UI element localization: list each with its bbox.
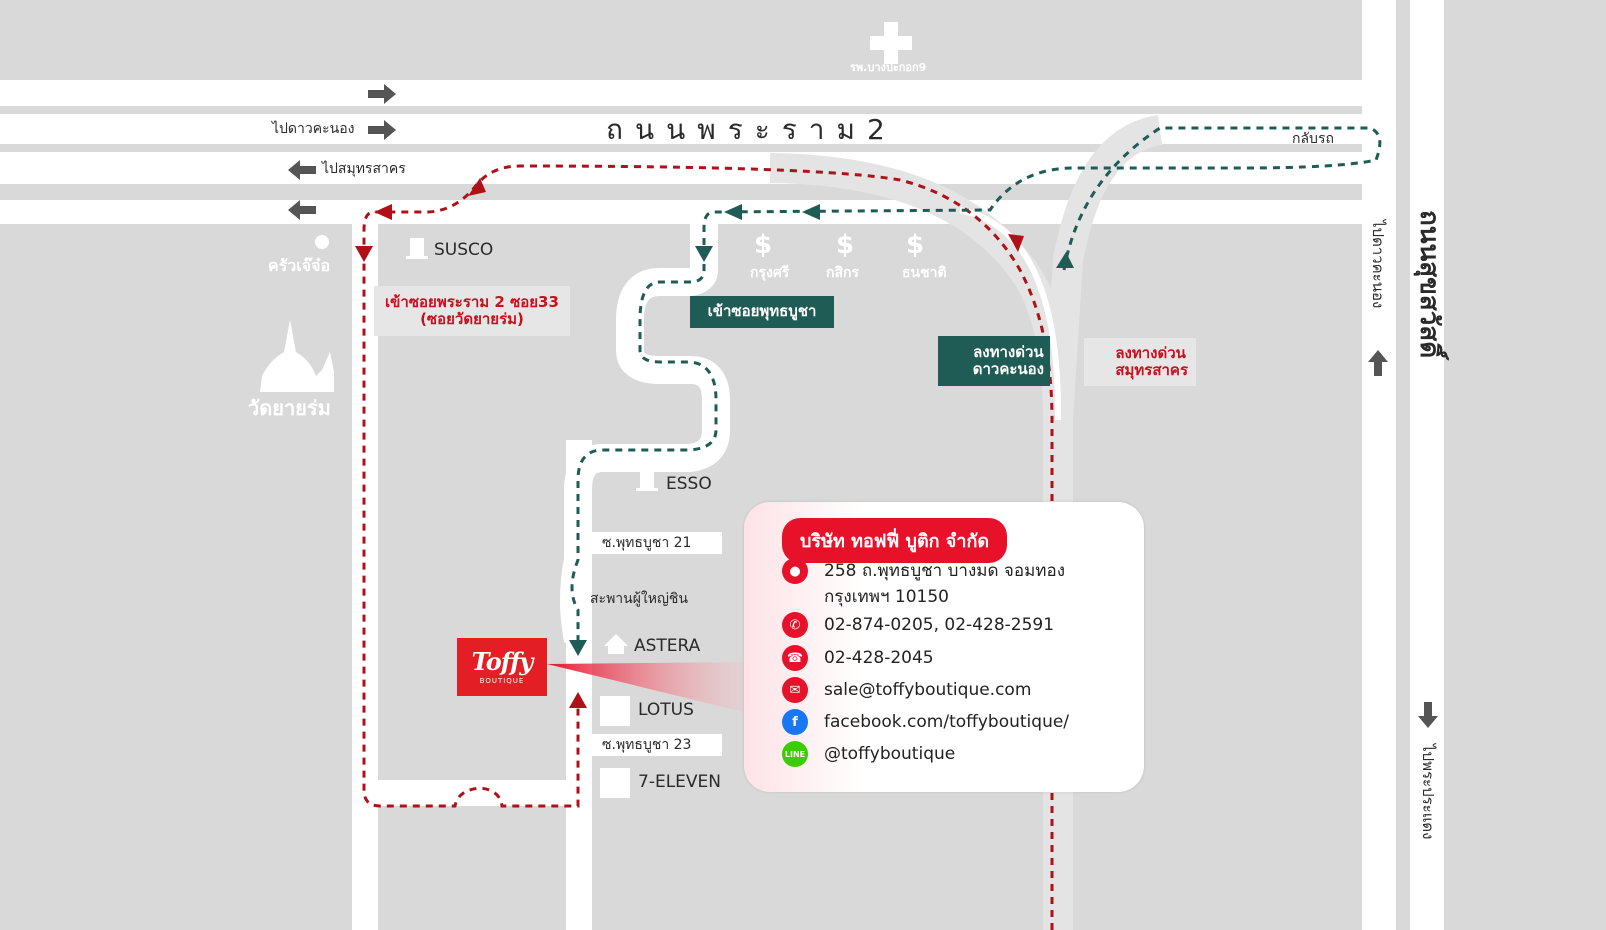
restaurant-label: ครัวเจ๊จ๋อ	[268, 256, 331, 275]
logo-main: Toffy	[471, 647, 534, 676]
hospital-cross-icon	[870, 22, 912, 64]
soi23-label: ซ.พุทธบูชา 23	[602, 737, 692, 753]
u-turn-label: กลับรถ	[1292, 131, 1334, 147]
line-icon: LINE	[782, 741, 808, 767]
soi33-road	[352, 210, 592, 930]
company-name: บริษัท ทอฟฟี่ บูติก จำกัด	[782, 518, 1008, 563]
to-dao-khanong-label: ไปดาวคะนอง	[272, 121, 355, 137]
dollar-icon: $	[754, 230, 773, 260]
arrow-left-icon	[288, 200, 316, 220]
phone-text[interactable]: 02-874-0205, 02-428-2591	[824, 615, 1055, 635]
to-samut-sakhon-label: ไปสมุทรสาคร	[322, 161, 406, 177]
arrow-right-icon	[368, 84, 396, 104]
soi33-route-label: เข้าซอยพระราม 2 ซอย33(ซอยวัดยายร่ม)	[374, 286, 570, 336]
temple-label: วัดยายร่ม	[248, 396, 331, 420]
red-route-arrows	[355, 178, 1024, 708]
fuel-icon	[636, 470, 658, 491]
astera-label: ASTERA	[634, 636, 701, 656]
green-route-arrows	[569, 204, 1074, 656]
arrow-right-icon	[368, 120, 396, 140]
line-row: LINE @toffyboutique	[782, 741, 955, 767]
fax-text: 02-428-2045	[824, 648, 934, 668]
to-dao-khanong-right-label: ไปดาวคะนอง	[1369, 220, 1387, 309]
suksawat-road-label: ถนนสุขสวัสดิ์	[1414, 210, 1444, 359]
soi33-route-line1: เข้าซอยพระราม 2 ซอย33	[385, 292, 559, 311]
soi21-plate	[592, 532, 722, 554]
logo-pointer	[547, 662, 744, 712]
restaurant-dot	[315, 235, 329, 249]
email-link[interactable]: sale@toffyboutique.com	[824, 680, 1032, 700]
green-route	[570, 126, 1382, 640]
arrow-left-icon	[288, 160, 316, 180]
hospital-label: รพ.บางปะกอก9	[850, 61, 927, 74]
address-line1: 258 ถ.พุทธบูชา บางมด จอมทอง	[824, 561, 1065, 581]
contact-card: บริษัท ทอฟฟี่ บูติก จำกัด ● 258 ถ.พุทธบู…	[744, 502, 1144, 792]
email-row: ✉ sale@toffyboutique.com	[782, 677, 1031, 703]
rama2-road	[0, 80, 1362, 224]
bank-label: ธนชาติ	[902, 265, 947, 281]
bank-label: กรุงศรี	[750, 265, 790, 281]
susco-label: SUSCO	[434, 240, 494, 260]
soi33-route-line2: (ซอยวัดยายร่ม)	[420, 310, 524, 328]
seven-eleven-label: 7-ELEVEN	[638, 772, 721, 792]
facebook-link[interactable]: facebook.com/toffyboutique/	[824, 712, 1070, 732]
facebook-icon: f	[782, 709, 808, 735]
arrow-up-icon	[1368, 350, 1388, 376]
mail-icon: ✉	[782, 677, 808, 703]
expressway-dao-label: ลงทางด่วนดาวคะนอง	[938, 336, 1050, 386]
to-phra-pradaeng-label: ไปพระประแดง	[1419, 744, 1437, 840]
fax-icon: ☎	[782, 645, 808, 671]
logo-sub: BOUTIQUE	[479, 677, 525, 685]
phone-icon: ✆	[782, 612, 808, 638]
fuel-icon	[406, 238, 428, 259]
esso-label: ESSO	[666, 474, 712, 494]
soi23-plate	[592, 734, 722, 756]
expressway-samut-label: ลงทางด่วนสมุทรสาคร	[1084, 338, 1196, 386]
soi21-label: ซ.พุทธบูชา 21	[602, 535, 692, 551]
dollar-icon: $	[906, 230, 925, 260]
lotus-square	[600, 696, 630, 726]
expressway-samut-line2: สมุทรสาคร	[1115, 361, 1188, 379]
bridge-label: สะพานผู้ใหญ่ชิน	[590, 591, 688, 607]
address-line2: กรุงเทพฯ 10150	[824, 587, 949, 607]
toffy-boutique-logo: Toffy BOUTIQUE	[457, 638, 547, 696]
facebook-row: f facebook.com/toffyboutique/	[782, 709, 1069, 735]
expressway-dao-line2: ดาวคะนอง	[972, 360, 1044, 378]
direction-arrows	[288, 84, 1438, 728]
expressway-samut-line1: ลงทางด่วน	[1115, 343, 1186, 362]
phone-row: ✆ 02-874-0205, 02-428-2591	[782, 612, 1054, 638]
pin-icon: ●	[782, 558, 808, 584]
lotus-label: LOTUS	[638, 700, 694, 720]
arrow-down-icon	[1418, 702, 1438, 728]
line-link[interactable]: @toffyboutique	[824, 744, 956, 764]
bank-label: กสิกร	[826, 265, 860, 281]
rama2-road-label: ถนนพระราม2	[606, 113, 897, 146]
seven-eleven-square	[600, 768, 630, 798]
fax-row: ☎ 02-428-2045	[782, 645, 934, 671]
puttabucha-route-label: เข้าซอยพุทธบูชา	[690, 296, 834, 328]
home-icon	[604, 634, 628, 654]
dollar-icon: $	[836, 230, 855, 260]
expressway-ramp-2	[1043, 115, 1163, 421]
address-row: ● 258 ถ.พุทธบูชา บางมด จอมทองกรุงเทพฯ 10…	[782, 558, 1065, 610]
temple-icon	[260, 320, 334, 392]
ramp-edge	[959, 207, 1062, 421]
expressway-dao-line1: ลงทางด่วน	[973, 342, 1044, 361]
